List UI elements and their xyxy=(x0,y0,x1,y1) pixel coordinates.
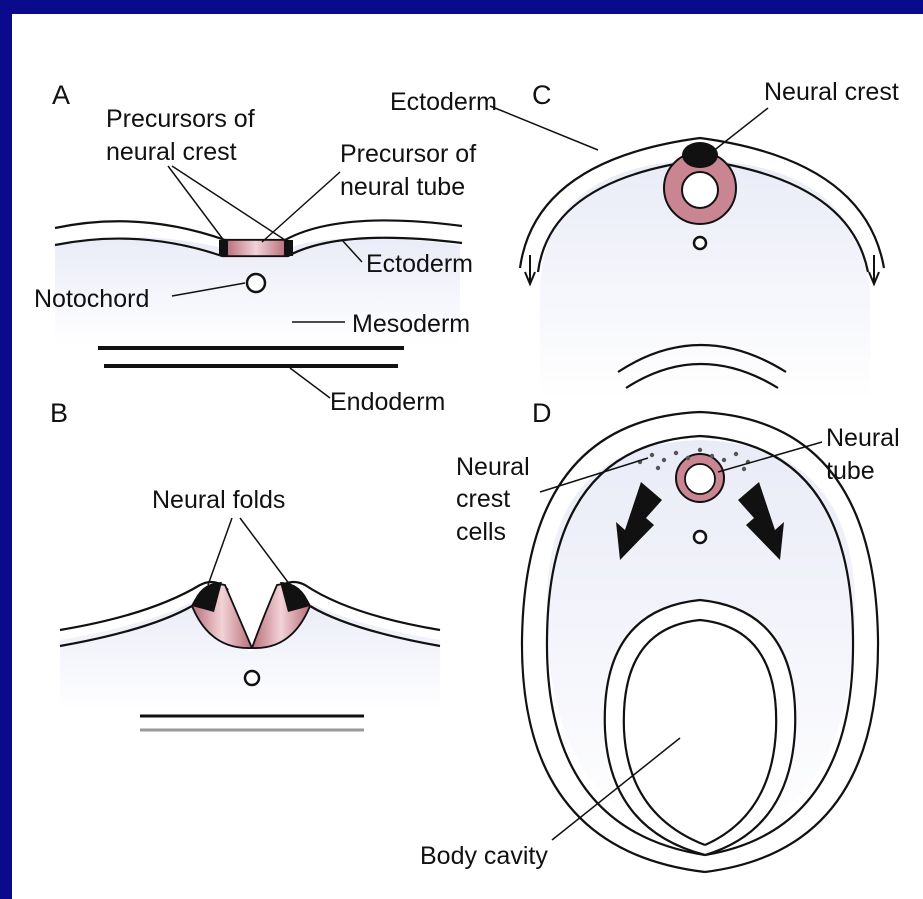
label-neural-crest-cells-2: crest xyxy=(456,485,510,513)
leader-folds-left xyxy=(208,518,232,585)
neural-tube-lumen-d xyxy=(685,464,715,494)
panel-letter-c: C xyxy=(532,80,552,110)
panel-a: A Precursors of neural crest Precursor o… xyxy=(34,80,476,416)
label-ectoderm-a: Ectoderm xyxy=(366,250,473,278)
mesoderm-shading-b xyxy=(60,598,440,710)
label-notochord: Notochord xyxy=(34,285,149,313)
crest-precursor-left xyxy=(219,240,228,256)
neural-crest-diagram: A Precursors of neural crest Precursor o… xyxy=(12,14,923,899)
label-precursor-neural-tube-1: Precursor of xyxy=(340,140,476,168)
arrow-left-c xyxy=(525,255,535,284)
diagram-frame: A Precursors of neural crest Precursor o… xyxy=(12,14,923,899)
neural-crest-c xyxy=(682,142,718,168)
notochord-a xyxy=(247,274,265,292)
label-neural-folds: Neural folds xyxy=(152,486,285,514)
neural-tube-lumen-c xyxy=(682,172,718,208)
leader-neural-tube xyxy=(262,172,340,242)
panel-letter-a: A xyxy=(52,80,70,110)
leader-endoderm xyxy=(290,368,330,398)
label-body-cavity: Body cavity xyxy=(420,842,548,870)
label-neural-crest-c: Neural crest xyxy=(764,78,899,106)
crest-precursor-right xyxy=(284,240,293,256)
panel-letter-d: D xyxy=(532,398,552,428)
label-precursors-neural-crest-2: neural crest xyxy=(106,138,237,166)
notochord-b xyxy=(245,671,259,685)
label-neural-tube-d-2: tube xyxy=(826,457,875,485)
panel-b: B Neural folds xyxy=(50,398,440,730)
arrow-right-c xyxy=(869,255,879,284)
neural-plate-a xyxy=(226,240,286,256)
label-mesoderm: Mesoderm xyxy=(352,310,470,338)
leader-folds-right xyxy=(240,518,290,585)
panel-c: C Ectoderm Neural crest xyxy=(390,78,899,400)
label-endoderm: Endoderm xyxy=(330,388,445,416)
panel-letter-b: B xyxy=(50,398,68,428)
notochord-d xyxy=(694,531,706,543)
label-ectoderm-c: Ectoderm xyxy=(390,88,497,116)
notochord-c xyxy=(694,237,706,249)
label-neural-crest-cells-1: Neural xyxy=(456,453,530,481)
leader-ectoderm-c xyxy=(490,106,598,150)
label-neural-crest-cells-3: cells xyxy=(456,518,506,546)
label-precursor-neural-tube-2: neural tube xyxy=(340,173,465,201)
label-neural-tube-d-1: Neural xyxy=(826,424,900,452)
ectoderm-outer-b xyxy=(60,582,440,630)
panel-d: D Neural crest cells Neural tube Body ca… xyxy=(420,398,900,872)
label-precursors-neural-crest-1: Precursors of xyxy=(106,105,255,133)
